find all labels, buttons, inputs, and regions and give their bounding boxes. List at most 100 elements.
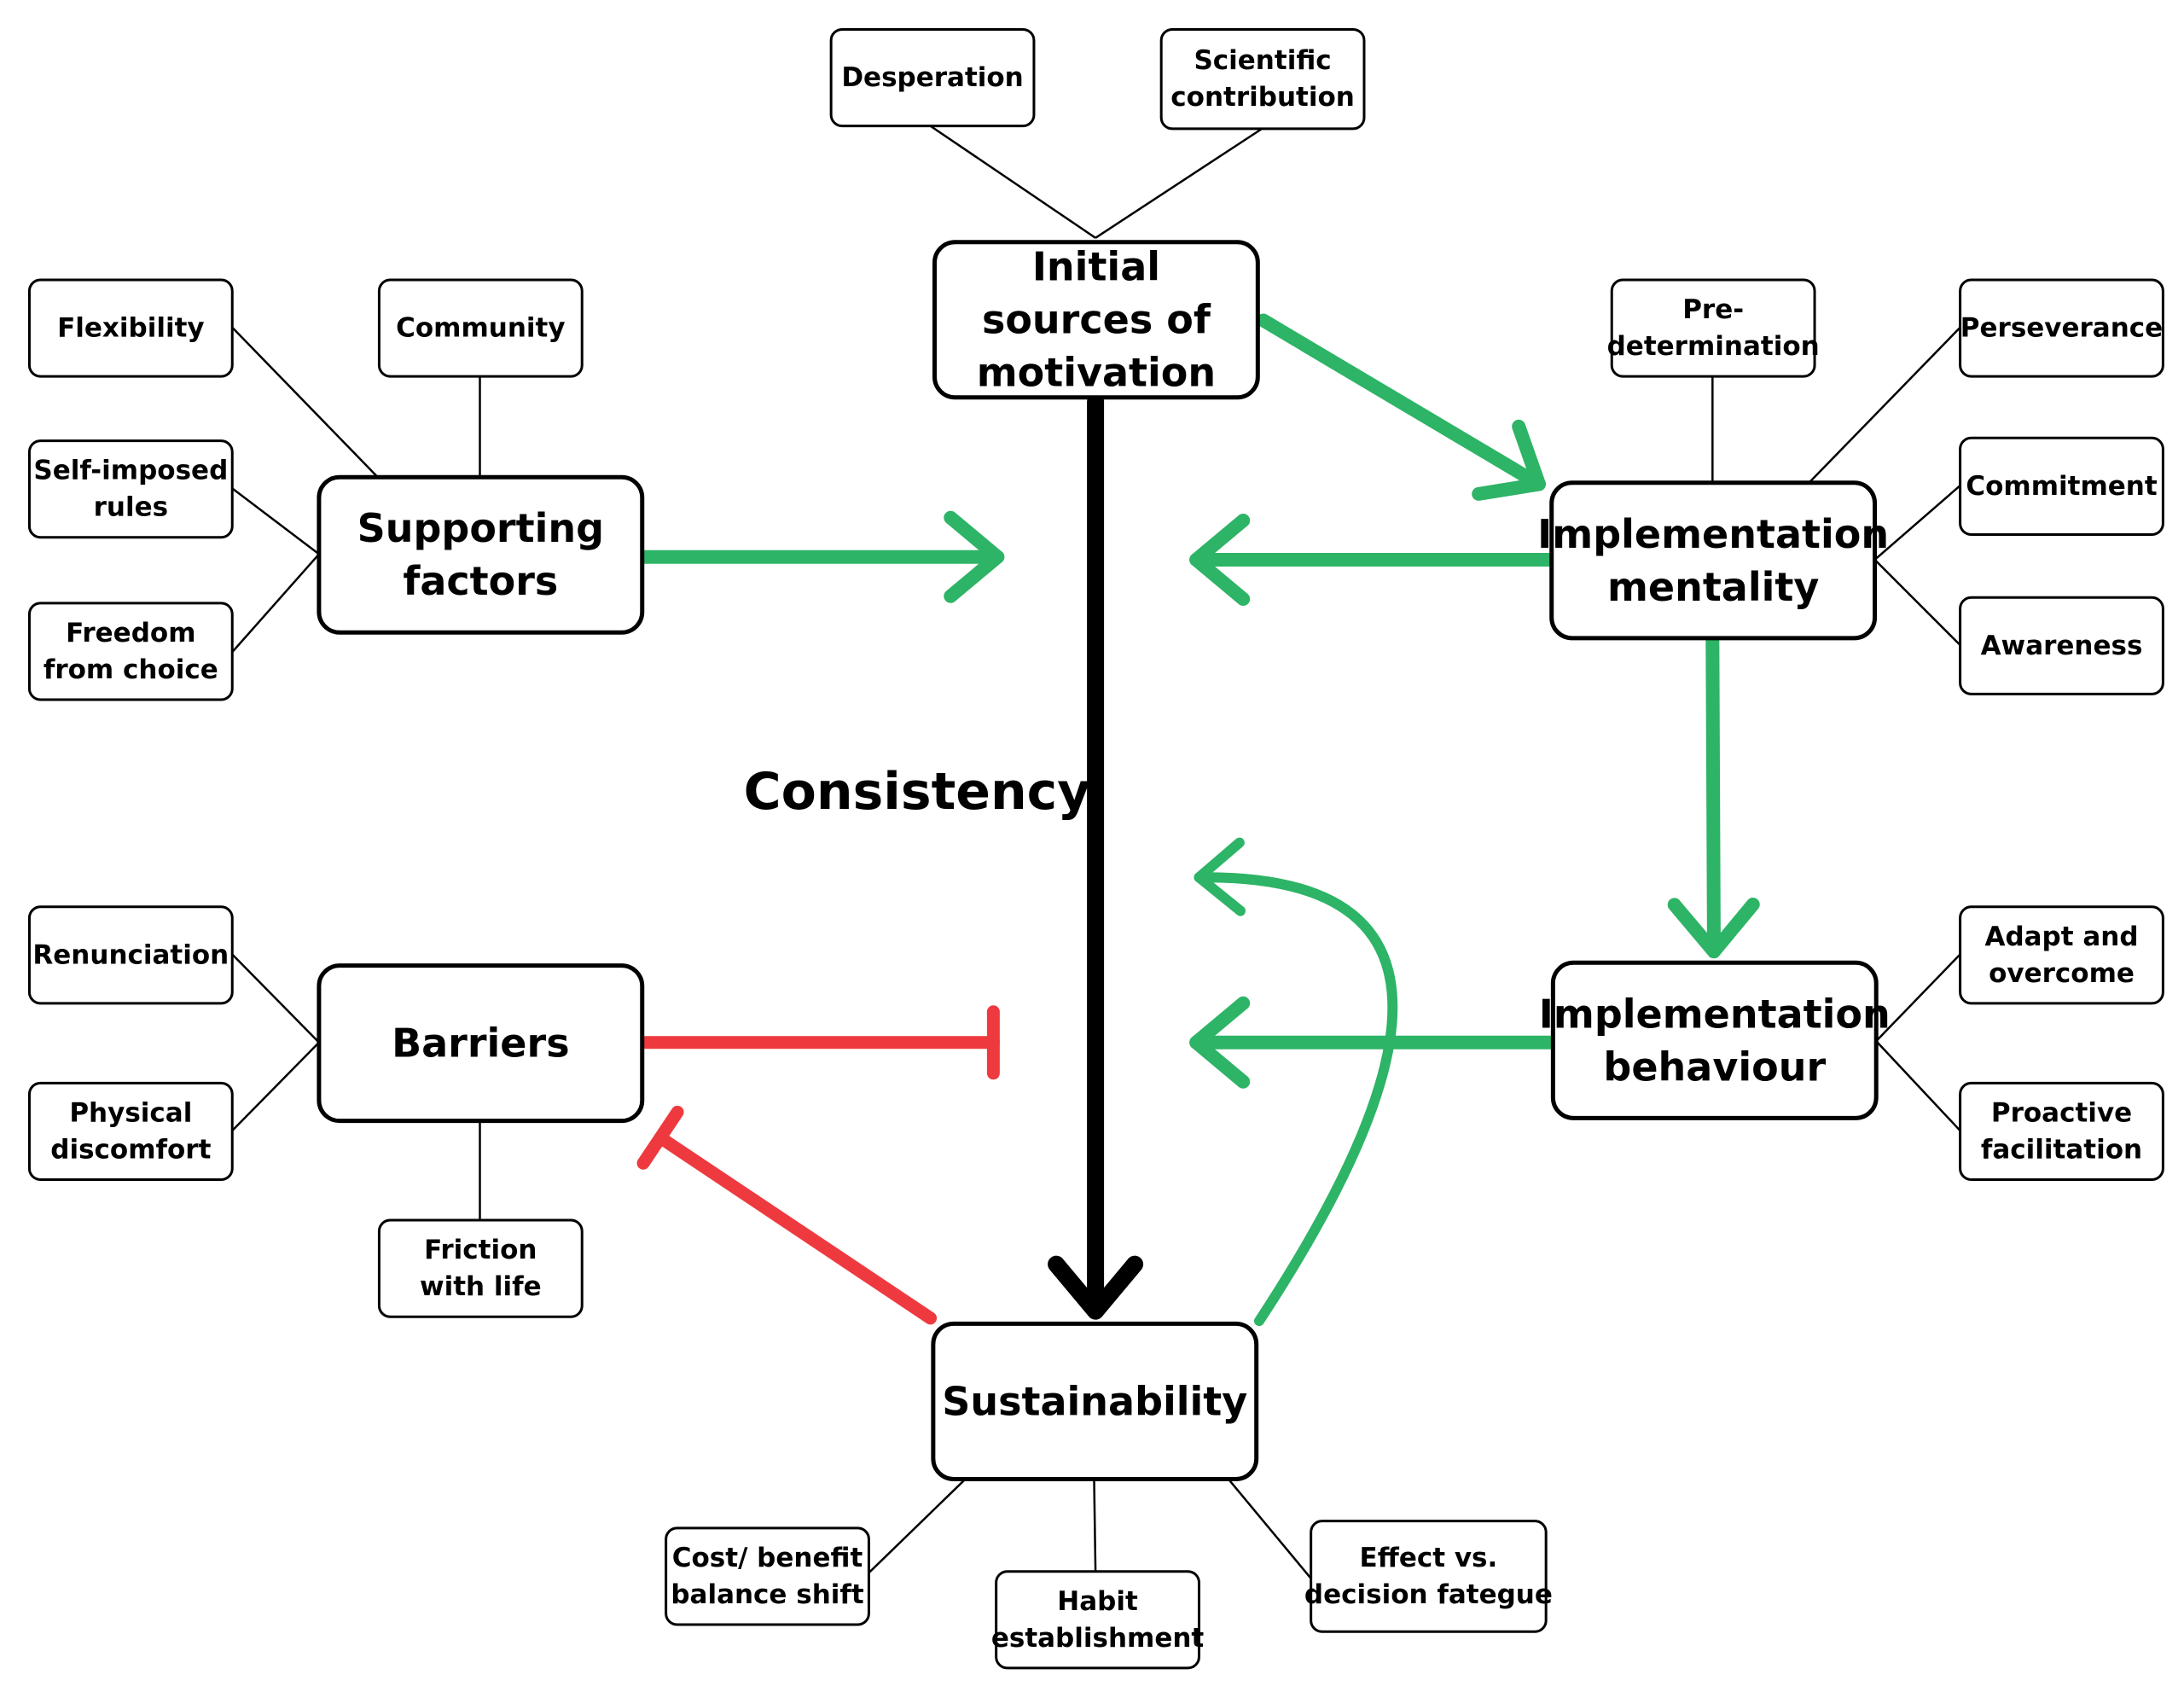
node-box [317,963,645,1124]
node-label: from choice [44,654,218,685]
link-freedom-supporting [231,553,320,654]
node-label: Supporting [357,505,604,551]
core-flow-arrow-head [1048,1255,1144,1320]
link-adapt-impl_behaviour [1875,953,1961,1043]
node-renunciation: Renunciation [27,905,234,1005]
arrow-mentality-to-behaviour [1705,634,1721,959]
node-box [27,1081,234,1181]
node-friction: Friction with life [377,1218,584,1318]
node-label: Habit [1057,1586,1138,1617]
node-community: Community [377,278,584,378]
node-label: motivation [977,350,1216,396]
node-box [377,278,584,378]
node-impl-mentality: Implementation mentality [1537,480,1889,641]
link-physical-barriers [231,1041,320,1131]
node-label: determination [1607,331,1820,362]
node-label: Barriers [392,1020,570,1067]
link-proactive-impl_behaviour [1875,1040,1961,1131]
link-perseverance-impl_mentality [1808,326,1961,484]
link-self_imposed-supporting [231,487,320,555]
link-awareness-impl_mentality [1873,559,1961,646]
node-supporting: Supporting factors [317,474,645,635]
node-label: Implementation [1537,511,1889,557]
node-label: contribution [1170,82,1355,113]
node-label: establishment [991,1623,1205,1654]
node-label: Implementation [1539,991,1891,1037]
node-commitment: Commitment [1959,436,2164,536]
link-effect-sustainability [1227,1478,1312,1579]
node-label: Physical [69,1097,192,1128]
node-label: Effect vs. [1360,1543,1498,1573]
node-adapt: Adapt and overcome [1959,905,2164,1005]
node-label: Commitment [1966,471,2157,502]
node-box [377,1218,584,1318]
arrow-sustainability-to-consistency [1194,872,1398,1327]
node-box [665,1526,870,1626]
node-box [27,905,234,1005]
link-flexibility-supporting [231,326,379,479]
node-box [995,1570,1200,1670]
node-box [1610,278,1816,378]
node-box [1959,596,2164,695]
node-impl-behaviour: Implementation behaviour [1539,960,1891,1120]
node-awareness: Awareness [1959,596,2164,695]
node-label: Freedom [66,618,195,648]
node-label: Perseverance [1960,313,2163,344]
node-label: overcome [1989,958,2135,989]
node-proactive: Proactive facilitation [1959,1081,2164,1181]
arrow-supporting-to-consistency-head [944,510,1005,603]
node-label: with life [420,1271,542,1302]
node-label: Awareness [1981,631,2143,661]
node-label: Cost/ benefit [672,1543,863,1573]
node-cost-benefit: Cost/ benefit balance shift [665,1526,870,1626]
arrow-sustainability-to-consistency-head [1194,837,1246,916]
node-box [1959,1081,2164,1181]
node-predetermination: Pre-determination [1607,278,1820,378]
node-box [1310,1520,1548,1633]
node-box [1549,480,1878,641]
node-box [829,27,1036,128]
consistency-label: Consistency [744,762,1091,822]
node-label: Proactive [1991,1097,2132,1128]
node-box [932,240,1260,400]
node-label: behaviour [1603,1044,1826,1090]
node-label: discomfort [50,1134,211,1165]
node-effect: Effect vs.decision fategue [1304,1520,1553,1633]
link-desperation-initial [929,125,1096,239]
node-box [1550,960,1879,1120]
node-label: Adapt and [1984,922,2138,952]
node-box [1159,27,1366,131]
node-label: Initial [1032,244,1160,290]
arrow-behaviour-to-consistency-head [1189,996,1251,1089]
node-box [27,439,234,539]
node-label: Pre- [1682,294,1744,325]
link-renunciation-barriers [231,953,320,1044]
node-perseverance: Perseverance [1959,278,2164,378]
node-label: facilitation [1981,1134,2142,1165]
node-box [317,474,645,635]
node-label: balance shift [671,1579,864,1610]
node-box [1959,436,2164,536]
inhibit-sustainability-to-barriers [653,1131,938,1325]
node-label: Renunciation [32,939,229,970]
node-barriers: Barriers [317,963,645,1124]
inhibit-sustainability-to-barriers-bar [636,1105,684,1170]
node-label: factors [403,558,558,604]
node-sustainability: Sustainability [931,1321,1259,1481]
arrow-mentality-to-consistency-head [1189,513,1251,606]
links-layer [231,125,1961,1579]
node-label: Friction [424,1235,537,1265]
arrow-mentality-to-behaviour-head [1667,897,1760,959]
node-box [931,1321,1259,1481]
arrows-layer [635,313,1760,1327]
node-box [27,602,234,701]
node-label: mentality [1607,564,1819,610]
node-flexibility: Flexibility [27,278,234,378]
link-commitment-impl_mentality [1873,485,1961,561]
node-physical: Physical discomfort [27,1081,234,1181]
arrow-initial-to-mentality [1256,313,1546,491]
node-label: Flexibility [57,313,205,344]
